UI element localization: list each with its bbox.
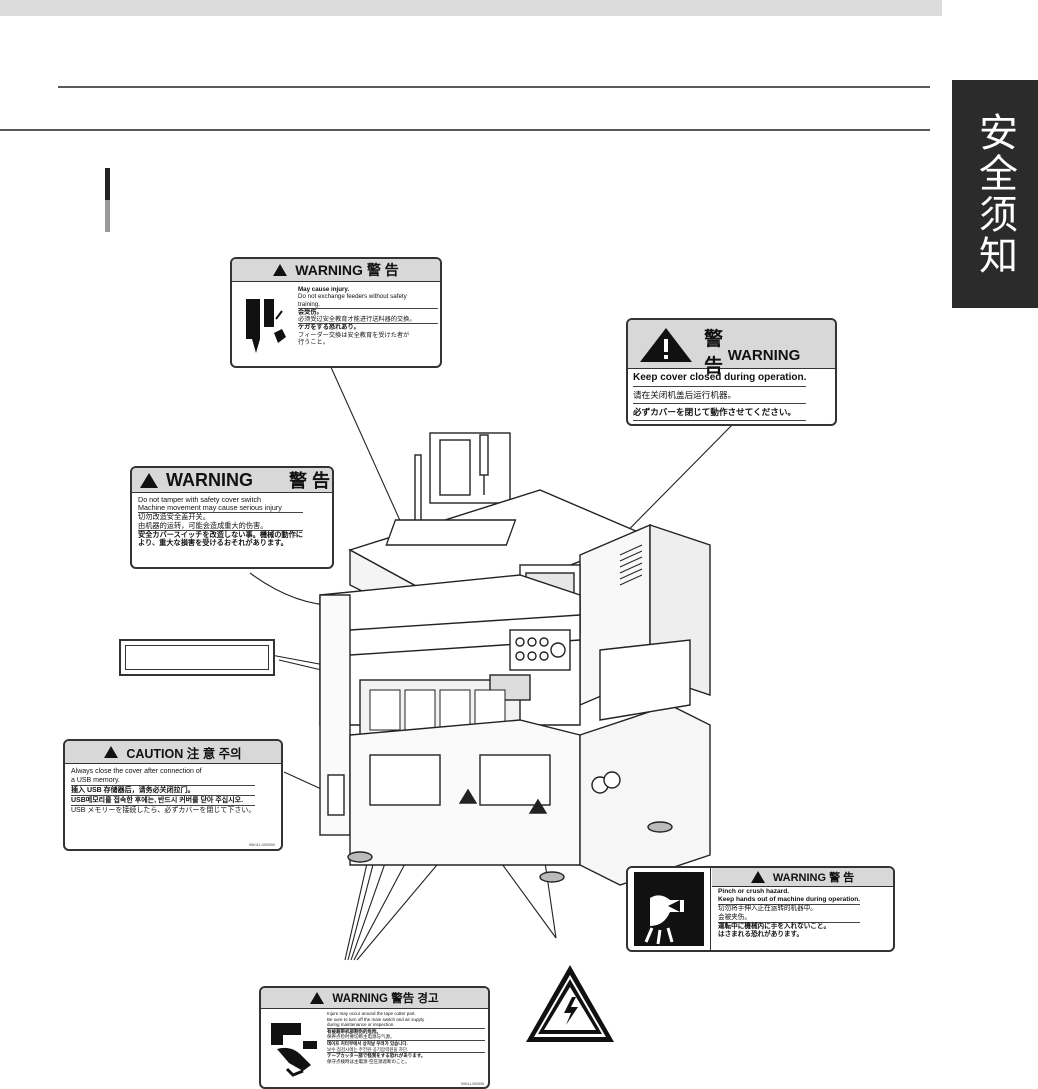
chapter-tab[interactable]: 安全须知	[952, 80, 1038, 308]
warning-triangle-icon	[310, 992, 325, 1004]
feeder-line-7: フィーダー交換は安全教育を受けた者が	[298, 331, 410, 339]
section-marker-lower	[105, 200, 110, 232]
tape-line-8: テープカッター部で怪我をする恐れがあります。	[327, 1053, 426, 1059]
usb-label-code: 90K41-000590	[248, 842, 275, 847]
usb-caution-label: CAUTION 注 意 주의 Always close the cover af…	[63, 739, 283, 851]
feeder-line-6: ケガをする恐れあり。	[298, 324, 360, 332]
tape-line-1: Injure may occur around the tape cutter …	[327, 1011, 416, 1016]
usb-line-4: USB메모리를 접속한 후에는, 반드시 커버를 닫아 주십시오.	[71, 796, 256, 806]
switch-line-2: Machine movement may cause serious injur…	[138, 504, 303, 514]
warning-triangle-icon	[104, 746, 119, 758]
safety-switch-warning-label: WARNING 警 告 Do not tamper with safety cov…	[130, 466, 334, 569]
tape-label-code: 90K41-000595	[461, 1082, 484, 1086]
pinch-line-1: Pinch or crush hazard.	[718, 888, 790, 895]
feeder-warning-label: WARNING 警 告 May cause injury. Do not exc…	[230, 257, 442, 368]
switch-line-4: 由机器的运转，可能会造成重大的伤害。	[138, 521, 303, 531]
tape-header: WARNING 警告 경고	[332, 993, 439, 1005]
cover-line-1: Keep cover closed during operation.	[633, 370, 807, 387]
usb-line-5: USB メモリーを接続したら、必ずカバーを閉じて下さい。	[71, 807, 256, 814]
usb-header: CAUTION 注 意 주의	[126, 746, 242, 761]
tape-line-3: during maintenance or inspection.	[327, 1022, 485, 1029]
switch-header-en: WARNING	[166, 469, 253, 490]
warning-triangle-icon	[273, 264, 288, 276]
switch-header-kanji: 警 告	[289, 471, 331, 491]
switch-line-6: より、重大な損害を受けるおそれがあります。	[138, 538, 288, 548]
cover-header-kanji: 警 告	[704, 329, 762, 377]
pinch-line-6: はさまれる恐れがあります。	[718, 931, 804, 939]
feeder-line-5: 必须受过安全教育才能进行送料器的交换。	[298, 316, 438, 325]
machine-illustration	[319, 432, 711, 886]
cover-line-3: 必ずカバーを閉じて動作させてください。	[633, 404, 807, 421]
chapter-tab-label: 安全须知	[972, 112, 1018, 276]
cover-warning-label: 警 告 WARNING Keep cover closed during ope…	[626, 318, 837, 426]
electric-shock-hazard-icon	[526, 965, 614, 1042]
warning-triangle-icon	[640, 328, 692, 362]
feeder-label-header: WARNING 警 告	[295, 262, 399, 278]
tape-line-5: 保养点检时要切断主电源与气源。	[327, 1034, 485, 1041]
feeder-line-2: Do not exchange feeders without safety	[298, 293, 407, 301]
pinch-warning-label: WARNING 警 告 Pinch or crush hazard. Keep …	[626, 866, 895, 952]
feeder-line-1: May cause injury.	[298, 286, 350, 293]
warning-triangle-icon	[750, 871, 765, 883]
warning-triangle-icon	[140, 472, 158, 488]
top-band	[0, 0, 942, 16]
pinch-line-5: 運転中に機械内に手を入れないこと。	[718, 922, 831, 930]
header-rule	[58, 86, 930, 88]
usb-line-1: Always close the cover after connection …	[71, 768, 202, 775]
section-rule	[0, 129, 930, 131]
usb-line-2: a USB memory.	[71, 776, 256, 786]
pinch-line-3: 切勿将手伸入正在运转的机器中。	[718, 905, 817, 913]
tape-line-7: 보수·점검시에는 주전원·공기압력원을 차단.	[327, 1047, 485, 1054]
feeder-line-8: 行うこと。	[298, 339, 329, 347]
pinch-header: WARNING 警 告	[772, 872, 855, 884]
switch-line-1: Do not tamper with safety cover switch	[138, 495, 262, 504]
cover-line-2: 请在关闭机盖后运行机器。	[633, 387, 807, 404]
cutter-hazard-icon	[271, 1023, 317, 1077]
tape-cutter-warning-label: WARNING 警告 경고 Injure may occur around th…	[259, 986, 490, 1089]
usb-line-3: 插入 USB 存储器后，请务必关闭拉门。	[71, 786, 256, 796]
tape-line-2: Be sure to turn off the main switch and …	[327, 1016, 425, 1022]
switch-line-5: 安全カバースイッチを改造しない事。機械の動作に	[138, 529, 303, 539]
pinch-line-2: Keep hands out of machine during operati…	[718, 896, 861, 906]
cover-header-en: WARNING	[727, 347, 801, 364]
tape-line-4: 有被裁带机部割伤的危险。	[327, 1028, 381, 1034]
feeder-line-3: training.	[298, 301, 438, 309]
feeder-line-4: 会受伤。	[298, 308, 323, 316]
blank-label	[119, 639, 275, 676]
tape-line-9: 保守点検時は主電源·空圧源遮断のこと。	[327, 1058, 410, 1064]
feeder-hazard-icon	[246, 299, 286, 353]
switch-line-3: 切勿改造安全盖开关。	[138, 512, 210, 522]
pinch-line-4: 会被夹伤。	[718, 914, 861, 923]
tape-line-6: 테이프 커터부에서 상처날 우려가 있습니다.	[327, 1040, 408, 1046]
hand-pinch-icon	[628, 868, 711, 950]
